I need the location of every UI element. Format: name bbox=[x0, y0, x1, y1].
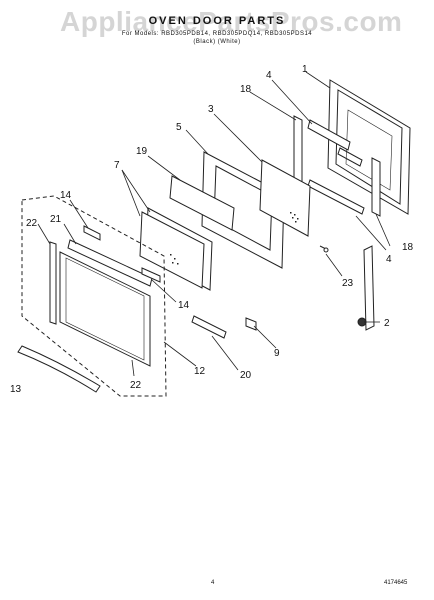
door-left-side-trim bbox=[49, 241, 57, 325]
callout-19: 19 bbox=[136, 146, 148, 157]
callout-20: 20 bbox=[240, 370, 252, 381]
part-2-door-hinge bbox=[357, 245, 375, 331]
page-number: 4 bbox=[211, 580, 215, 586]
callout-22-upper: 22 bbox=[26, 218, 38, 229]
callout-14-lower: 14 bbox=[178, 300, 190, 311]
finish-colors: (Black) (White) bbox=[193, 39, 241, 45]
callout-3: 3 bbox=[208, 104, 214, 115]
callout-14-upper: 14 bbox=[60, 190, 72, 201]
callout-7: 7 bbox=[114, 160, 120, 171]
part-4-lower-bracket bbox=[307, 179, 365, 215]
callout-12: 12 bbox=[194, 366, 206, 377]
callout-22-lower: 22 bbox=[130, 380, 142, 391]
callout-5: 5 bbox=[176, 122, 182, 133]
callout-18-lower: 18 bbox=[402, 242, 414, 253]
callout-4-upper: 4 bbox=[266, 70, 272, 81]
watermark: AppliancePartsPros.com bbox=[60, 6, 403, 37]
callout-numbers: 1 4 18 3 5 19 7 14 21 22 14 12 20 9 2 23… bbox=[10, 64, 414, 395]
callout-21: 21 bbox=[50, 214, 62, 225]
part-1-outer-door-panel bbox=[327, 79, 411, 215]
callout-1: 1 bbox=[302, 64, 308, 75]
diagram-part-code: 4174645 bbox=[384, 580, 408, 586]
part-3-inner-glass bbox=[259, 159, 311, 237]
part-14-lower-glass-clip bbox=[141, 267, 161, 283]
model-numbers: For Models: RBD305PDB14, RBD305PDQ14, RB… bbox=[121, 31, 313, 37]
callout-13: 13 bbox=[10, 384, 22, 395]
part-7-window-glass-pack bbox=[139, 207, 213, 291]
part-18-right-trim-strip bbox=[371, 157, 381, 217]
part-18-left-trim-strip bbox=[293, 115, 303, 183]
callout-4-lower: 4 bbox=[386, 254, 392, 265]
part-4-upper-bracket bbox=[307, 119, 363, 167]
callout-9: 9 bbox=[274, 348, 280, 359]
part-9-hinge-receiver bbox=[245, 317, 257, 331]
callout-18-upper: 18 bbox=[240, 84, 252, 95]
diagram-title: OVEN DOOR PARTS bbox=[148, 15, 286, 27]
callout-23: 23 bbox=[342, 278, 354, 289]
part-20-bracket bbox=[191, 315, 227, 339]
part-13-door-handle bbox=[17, 345, 101, 393]
outer-door-glass bbox=[59, 251, 151, 367]
part-23-screw bbox=[319, 245, 329, 253]
callout-2: 2 bbox=[384, 318, 390, 329]
part-21-door-top-trim bbox=[67, 239, 153, 287]
part-22-door-assembly-outline bbox=[21, 195, 167, 397]
part-19-insulation-panel bbox=[169, 175, 235, 231]
part-14-upper-glass-clip bbox=[83, 225, 101, 241]
callout-leaders bbox=[37, 71, 391, 377]
